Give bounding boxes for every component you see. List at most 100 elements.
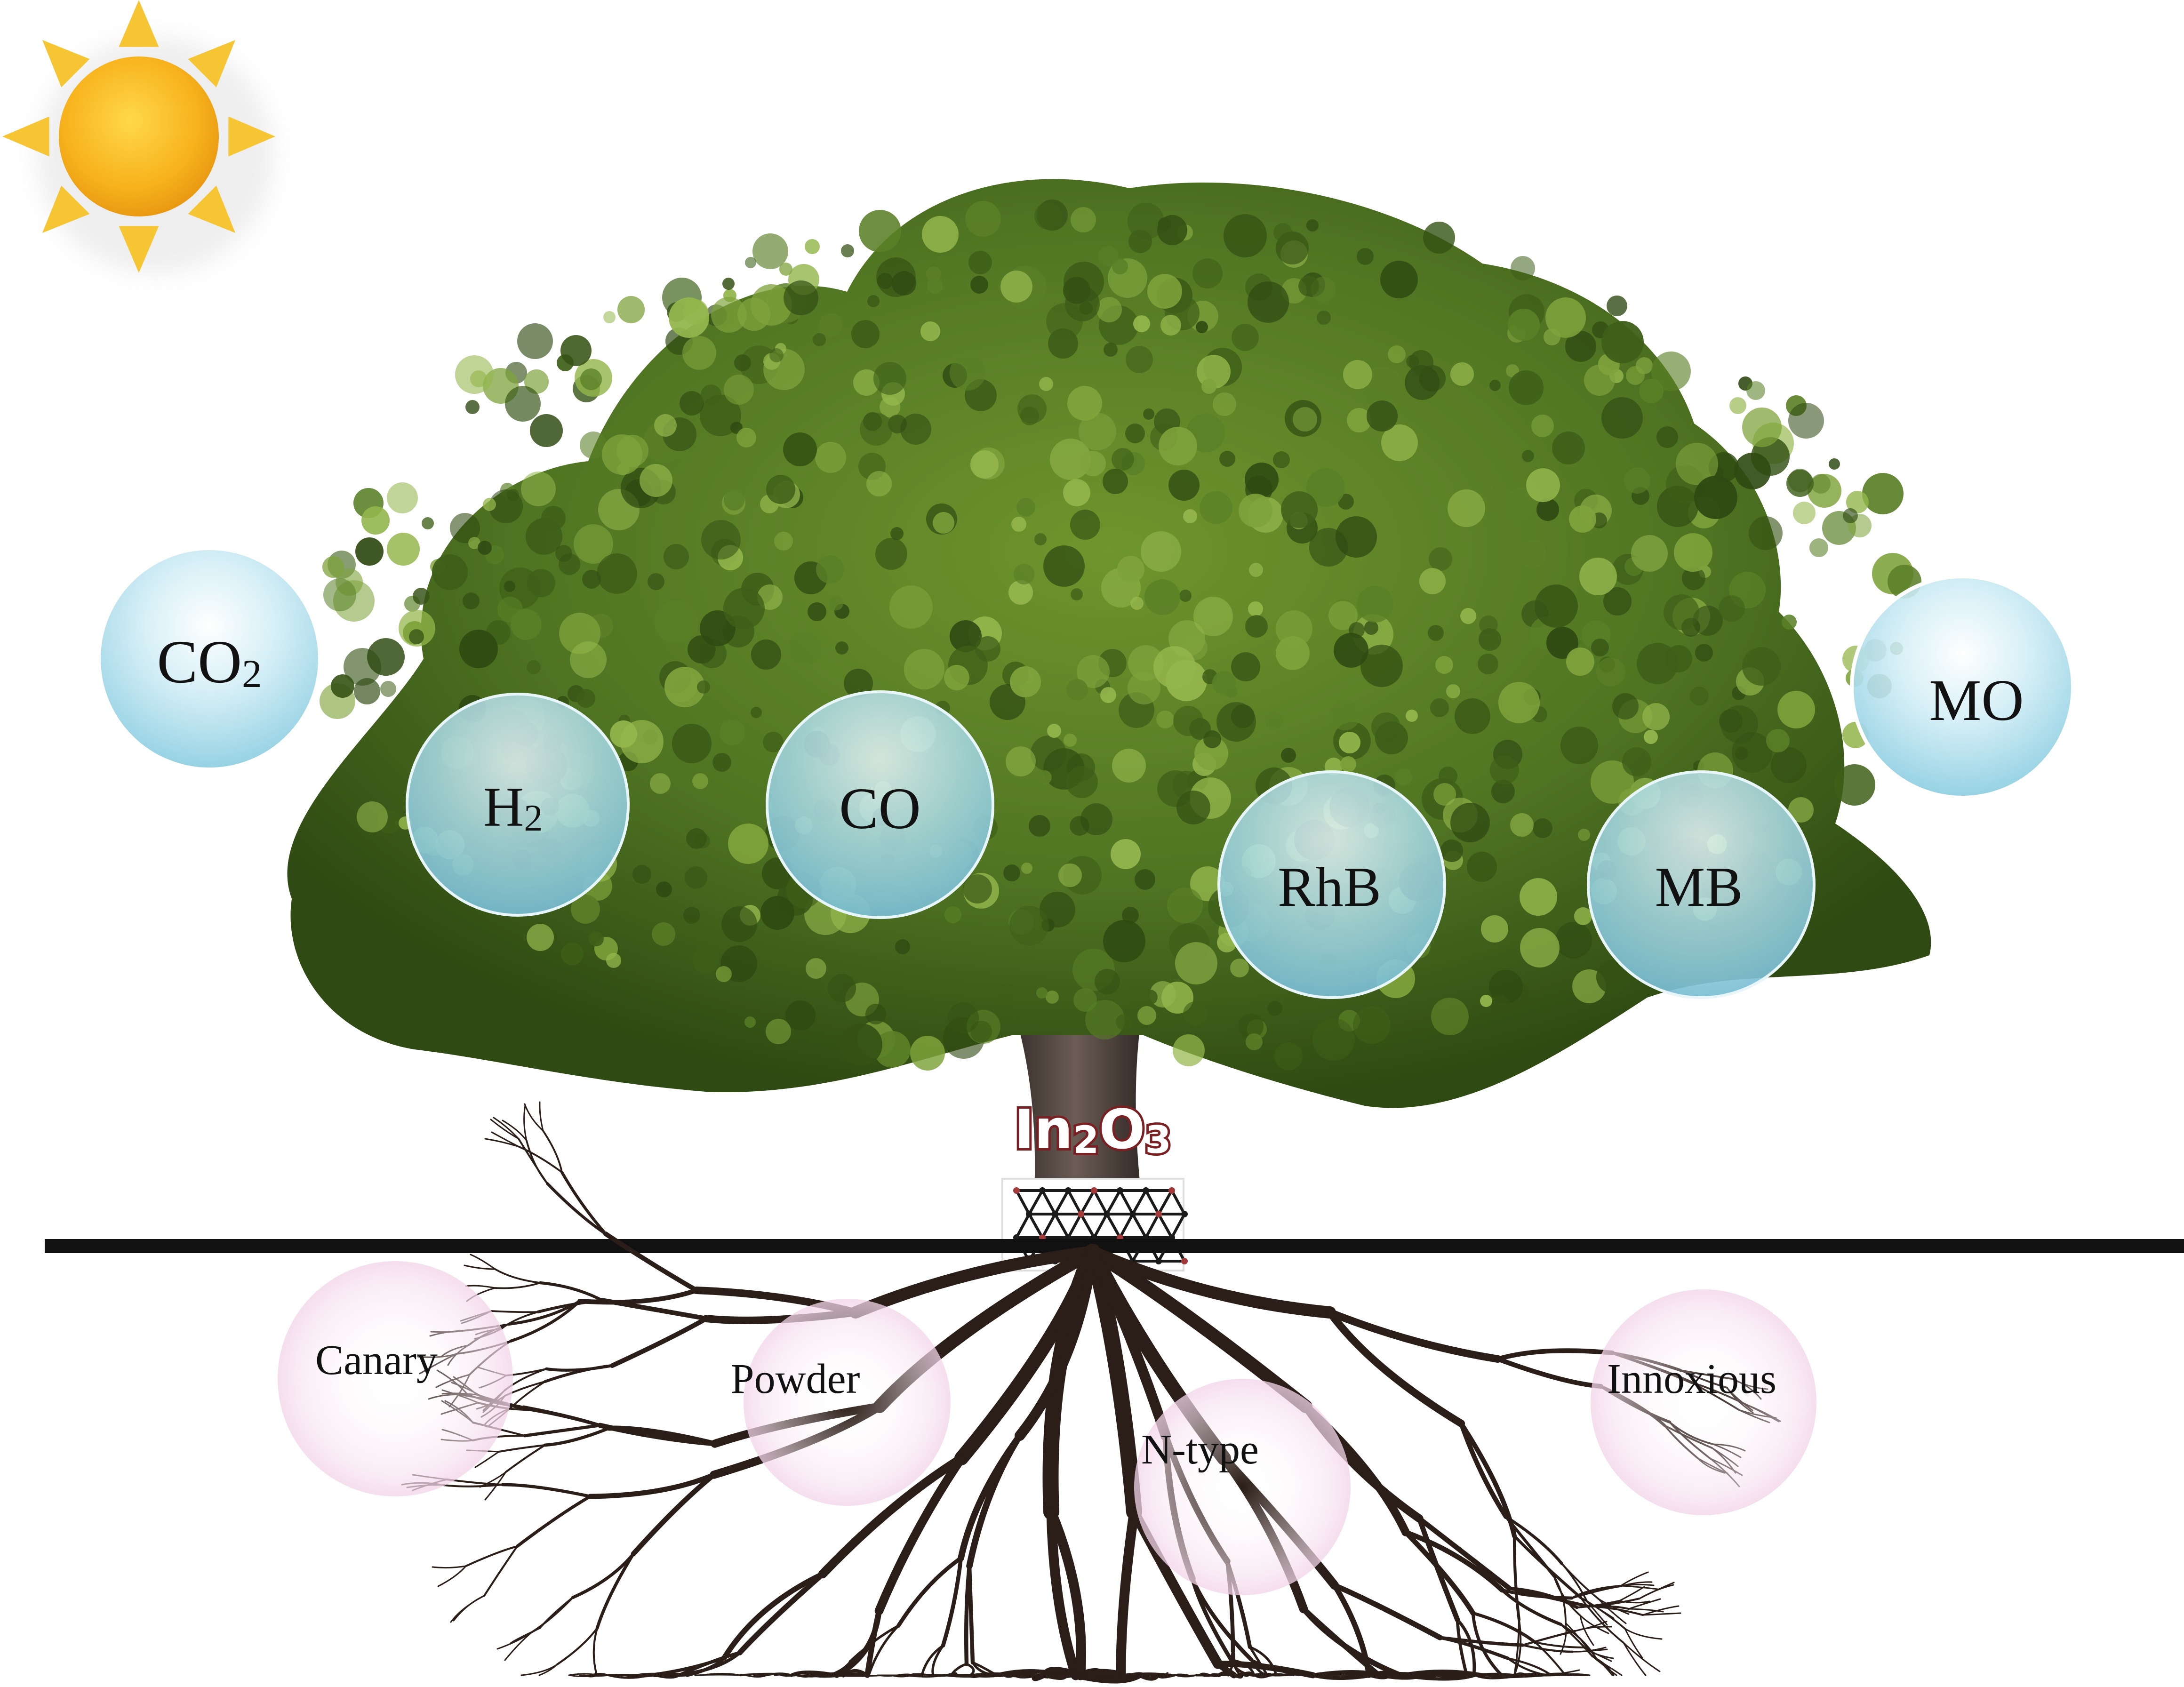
leaf-cluster <box>1128 203 1164 240</box>
root-branch <box>1642 1605 1680 1616</box>
leaf-cluster <box>413 588 430 605</box>
leaf-cluster <box>361 506 390 535</box>
leaf-cluster <box>1159 427 1197 465</box>
leaf-cluster <box>1167 887 1203 923</box>
leaf-cluster <box>975 636 1000 662</box>
leaf-cluster <box>1125 424 1145 443</box>
leaf-cluster <box>1239 494 1272 528</box>
root-branch <box>1403 1529 1476 1616</box>
leaf-cluster <box>968 251 992 274</box>
root-branch <box>1175 1674 1197 1678</box>
leaf-cluster <box>1029 815 1050 837</box>
leaf-cluster <box>603 311 616 323</box>
leaf-cluster <box>1846 491 1869 513</box>
leaf-cluster <box>787 632 821 665</box>
root-branch <box>1565 1622 1590 1652</box>
lattice-bond <box>1105 1190 1121 1215</box>
leaf-cluster <box>1535 584 1578 628</box>
root-branch <box>464 1545 519 1567</box>
bubble-co2: CO2 <box>97 546 322 771</box>
root-branch <box>1596 1658 1623 1676</box>
leaf-cluster <box>1317 311 1331 325</box>
leaf-cluster <box>1103 469 1128 494</box>
leaf-cluster <box>1306 468 1345 507</box>
root-branch <box>1085 1244 1142 1520</box>
root-branch <box>700 1673 741 1676</box>
leaf-cluster <box>1070 510 1100 540</box>
leaf-cluster <box>1157 215 1187 245</box>
leaf-cluster <box>880 397 900 417</box>
leaf-cluster <box>1489 970 1523 1004</box>
leaf-cluster <box>721 906 757 942</box>
leaf-cluster <box>1063 479 1090 506</box>
sun-icon <box>2 0 275 273</box>
lattice-atom <box>1013 1187 1020 1194</box>
root-branch <box>1190 1576 1254 1662</box>
leaf-cluster <box>1196 321 1208 333</box>
root-branch <box>579 1674 609 1677</box>
root-branch <box>524 1103 544 1132</box>
leaf-cluster <box>1511 256 1535 280</box>
leaf-cluster <box>1073 988 1097 1012</box>
leaf-cluster <box>1388 345 1406 363</box>
leaf-cluster <box>1034 202 1062 230</box>
leaf-cluster <box>1433 783 1456 806</box>
leaf-cluster <box>1276 610 1312 647</box>
leaf-cluster <box>875 538 907 570</box>
leaf-cluster <box>701 384 721 405</box>
leaf-cluster <box>828 974 856 1002</box>
leaf-cluster <box>835 641 848 655</box>
leaf-cluster <box>1676 443 1718 485</box>
root-branch <box>518 1146 563 1173</box>
leaf-cluster <box>1766 729 1790 752</box>
leaf-cluster <box>650 773 671 794</box>
root-branch <box>965 1663 975 1677</box>
leaf-cluster <box>965 201 1001 237</box>
leaf-cluster <box>1508 309 1540 341</box>
leaf-cluster <box>580 368 602 390</box>
leaf-cluster <box>1591 760 1634 804</box>
leaf-cluster <box>1050 439 1091 480</box>
root-branch <box>504 1444 546 1473</box>
leaf-cluster <box>478 541 492 555</box>
leaf-cluster <box>1213 392 1236 416</box>
root-branch <box>1521 1644 1574 1653</box>
root-branch <box>1248 1646 1278 1677</box>
root-branch <box>1623 1642 1661 1672</box>
leaf-cluster <box>1793 502 1816 524</box>
leaf-cluster <box>1058 863 1082 887</box>
lattice-bond <box>1131 1213 1147 1239</box>
leaf-cluster <box>576 689 595 708</box>
root-branch <box>1560 1622 1567 1655</box>
root-branch <box>1301 1673 1320 1676</box>
leaf-cluster <box>877 273 893 289</box>
lattice-atom <box>1078 1211 1084 1217</box>
leaf-cluster <box>1637 643 1678 684</box>
leaf-cluster <box>867 295 880 307</box>
sun-ray <box>119 0 159 47</box>
root-branch <box>523 1423 602 1438</box>
leaf-cluster <box>1135 869 1155 890</box>
leaf-cluster <box>1100 687 1116 703</box>
leaf-cluster <box>1340 756 1356 772</box>
leaf-cluster <box>380 681 396 697</box>
root-branch <box>453 1595 485 1622</box>
leaf-cluster <box>597 553 637 594</box>
leaf-cluster <box>1430 698 1449 717</box>
leaf-cluster <box>1203 730 1221 748</box>
leaf-cluster <box>527 569 555 597</box>
leaf-cluster <box>617 296 645 323</box>
leaf-cluster <box>1729 397 1746 414</box>
root-branch <box>797 1672 811 1676</box>
leaf-cluster <box>970 276 988 294</box>
root-branch <box>848 1624 900 1663</box>
mb-label: MB <box>1655 855 1743 918</box>
leaf-cluster <box>1788 797 1814 823</box>
leaf-cluster <box>1230 959 1249 977</box>
leaf-cluster <box>1555 922 1592 959</box>
sun-ray <box>42 185 90 233</box>
lattice-atom <box>1091 1187 1097 1194</box>
in2o3-part-o: O <box>1099 1098 1145 1161</box>
leaf-cluster <box>680 391 704 416</box>
leaf-cluster <box>1809 538 1828 557</box>
